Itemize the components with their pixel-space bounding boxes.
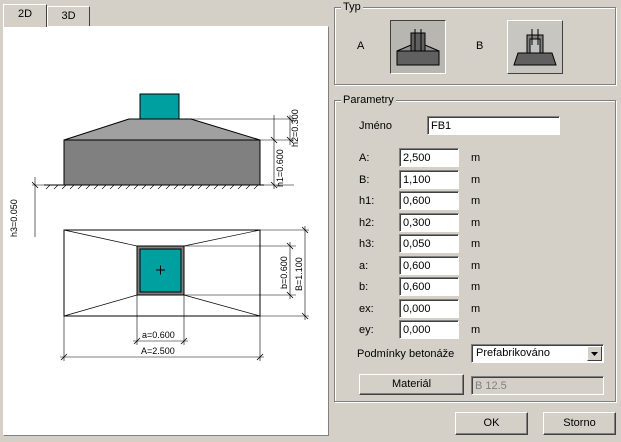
param-field[interactable] [399,277,459,296]
param-label: b: [359,281,369,293]
param-unit: m [471,217,481,229]
param-field[interactable] [399,170,459,189]
param-field[interactable] [399,320,459,339]
chevron-down-icon [591,352,598,356]
ground-hatch [45,184,259,190]
param-label: h3: [359,238,375,250]
footing-slope-elevation [63,118,261,141]
typ-group-title: Typ [341,1,363,13]
ok-button[interactable]: OK [455,412,528,435]
material-button[interactable]: Materiál [359,374,464,395]
param-label: a: [359,260,369,272]
footing-type-b-icon [513,29,557,66]
param-field[interactable] [399,213,459,232]
typ-group: Typ A B [334,1,616,85]
dim-b-label: b=0.600 [279,256,289,289]
param-unit: m [471,281,481,293]
drawing-canvas: h3=0.050 h1=0.600 h2=0.300 b=0.6 [3,26,329,436]
dim-B-label: B=1.100 [294,257,304,291]
param-field[interactable] [399,191,459,210]
conditions-select[interactable]: Prefabrikováno [471,344,604,363]
footing-base-elevation [63,139,261,186]
param-label: h2: [359,217,375,229]
conditions-label: Podmínky betonáže [357,348,455,360]
dropdown-arrow-button[interactable] [587,346,602,361]
param-unit: m [471,238,481,250]
name-label: Jméno [359,120,393,132]
param-label: ex: [359,303,374,315]
param-unit: m [471,195,481,207]
param-label: A: [359,152,370,164]
type-b-button[interactable] [507,20,563,74]
type-a-button[interactable] [390,20,446,74]
param-unit: m [471,324,481,336]
parametry-group: Parametry Jméno A:mB:mh1:mh2:mh3:ma:mb:m… [334,94,616,402]
parametry-group-title: Parametry [341,94,396,106]
type-b-label: B [476,40,484,52]
dim-h2-label: h2=0.300 [290,109,300,147]
param-unit: m [471,303,481,315]
dim-A-label: A=2.500 [141,346,175,356]
param-label: B: [359,174,370,186]
tab-2d[interactable]: 2D [3,4,47,27]
material-field [471,376,604,395]
dim-a-label: a=0.600 [142,330,175,340]
param-field[interactable] [399,148,459,167]
dim-h1-label: h1=0.600 [275,149,285,187]
param-field[interactable] [399,299,459,318]
param-field[interactable] [399,234,459,253]
conditions-value: Prefabrikováno [476,347,550,359]
param-unit: m [471,260,481,272]
foundation-drawing: h3=0.050 h1=0.600 h2=0.300 b=0.6 [9,93,309,361]
param-unit: m [471,174,481,186]
tab-3d[interactable]: 3D [47,6,90,26]
param-unit: m [471,152,481,164]
column-elevation [139,93,180,120]
footing-type-a-icon [396,29,440,66]
param-label: ey: [359,324,374,336]
cancel-button[interactable]: Storno [543,412,616,435]
name-field[interactable] [427,116,560,135]
dim-h3-label: h3=0.050 [9,199,19,237]
param-label: h1: [359,195,375,207]
param-field[interactable] [399,256,459,275]
type-a-label: A [357,40,365,52]
